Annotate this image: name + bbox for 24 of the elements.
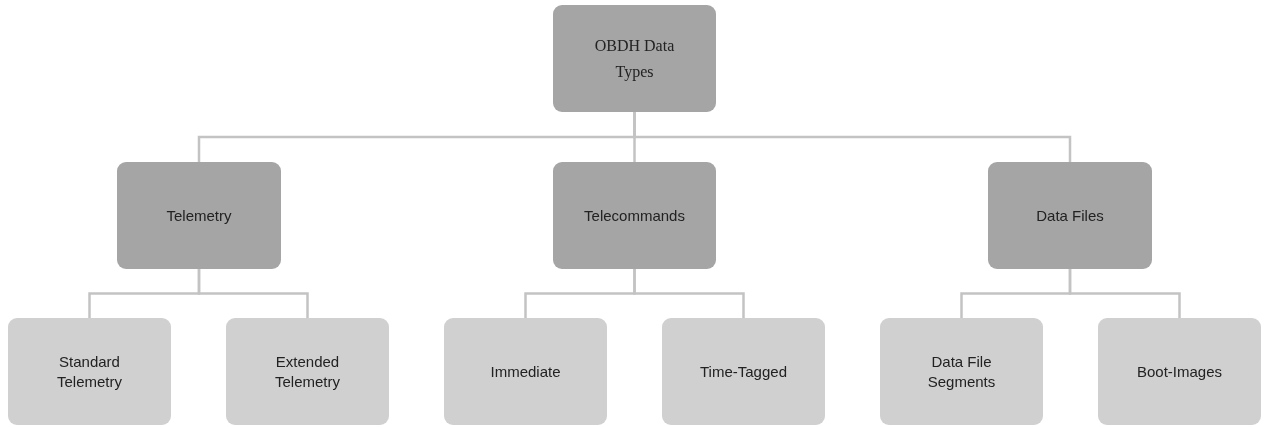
connector-line [197,269,309,318]
leaf-box [1098,318,1261,425]
node-label: OBDH Data Types [593,35,676,83]
connector-line [633,269,745,318]
node-label: Data Files [1036,207,1104,224]
node-label: Data File Segments [926,352,997,391]
node-label: Time-Tagged [700,361,787,382]
connector-line [633,112,1072,162]
category-box [117,162,281,269]
node-label: Standard Telemetry [56,352,123,391]
leaf-box [226,318,389,425]
category-box [988,162,1152,269]
node-label: Boot-Images [1136,361,1222,382]
leaf-box [662,318,825,425]
node-label: Telecommands [584,207,685,224]
leaf-box [8,318,171,425]
node-label: Immediate [490,361,561,382]
connector-line [1068,269,1181,318]
leaf-box [880,318,1043,425]
leaf-box [444,318,607,425]
node-label: Telemetry [166,207,232,224]
node-label: Extended Telemetry [274,352,341,391]
category-box [553,5,716,112]
category-box [553,162,716,269]
